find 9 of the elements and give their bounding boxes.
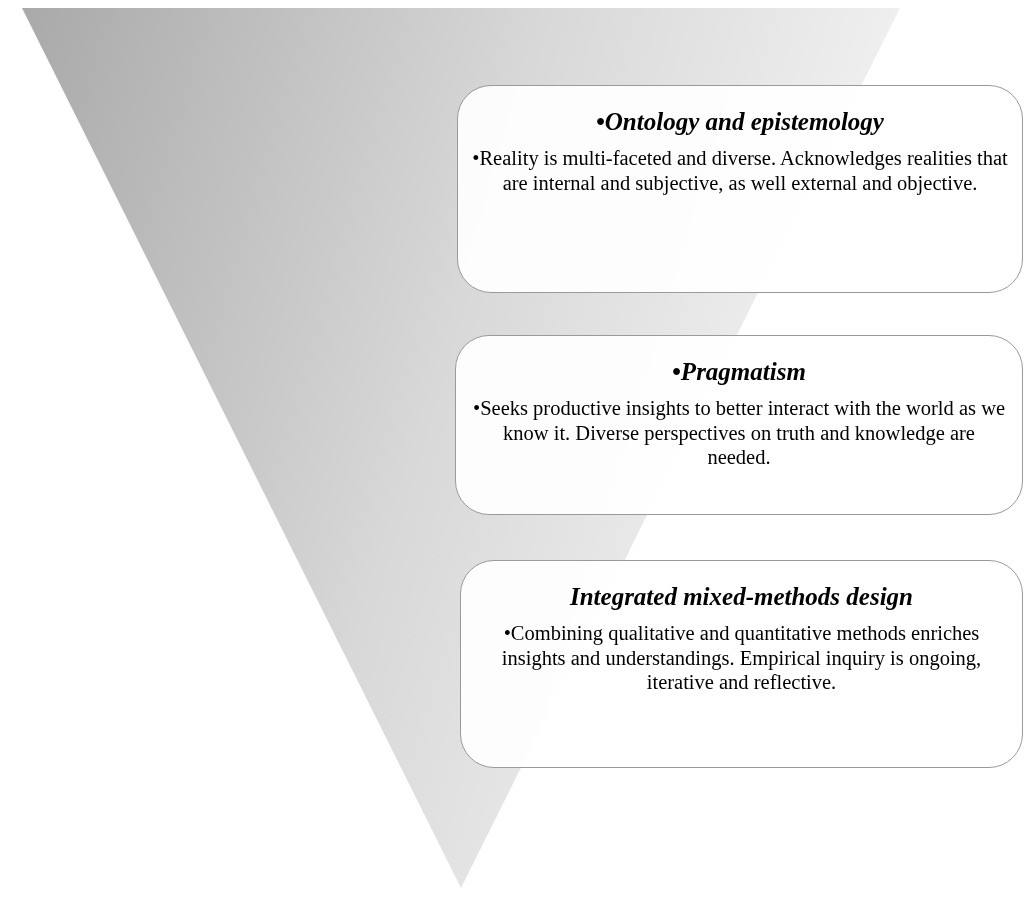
card-text: •Combining qualitative and quantitative methods enriches insights and understandings. Empirical inquiry is ongoing, iterative and reflective. xyxy=(500,621,983,695)
card-text: •Reality is multi-faceted and diverse. Acknowledges realities that are internal and subjective, as well external and objective. xyxy=(472,146,1008,196)
text-card xyxy=(460,560,1023,768)
card-text: •Seeks productive insights to better interact with the world as we know it. Diverse perspectives on truth and knowledge are needed. xyxy=(471,396,1007,470)
card-heading: •Ontology and epistemology xyxy=(595,108,885,136)
card-heading: •Pragmatism xyxy=(671,358,807,386)
text-card xyxy=(457,85,1023,293)
text-card xyxy=(455,335,1023,515)
card-heading: Integrated mixed-methods design xyxy=(568,583,915,611)
